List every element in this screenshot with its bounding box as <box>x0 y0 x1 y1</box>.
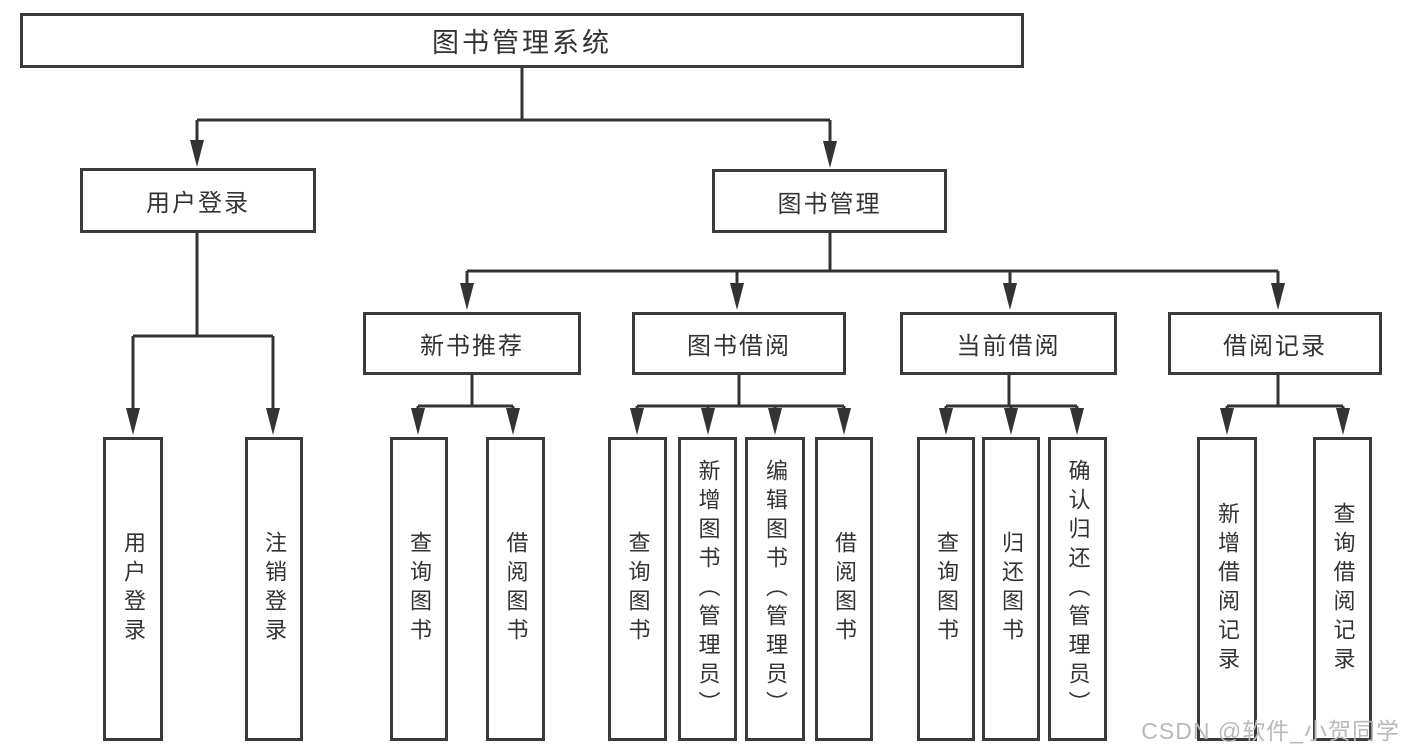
node-label: 查询借阅记录 <box>1330 502 1356 676</box>
node-label: 查询图书 <box>934 531 959 647</box>
node-label: 借阅记录 <box>1223 333 1327 360</box>
node-label: 查询图书 <box>625 531 651 647</box>
leaf-query-books-current: 查询图书 <box>917 437 975 741</box>
node-current-borrowing: 当前借阅 <box>900 312 1117 375</box>
node-label: 当前借阅 <box>956 333 1061 360</box>
leaf-add-borrow-record: 新增借阅记录 <box>1197 437 1257 741</box>
node-label: 借阅图书 <box>832 531 857 647</box>
node-user-login: 用户登录 <box>80 168 316 233</box>
node-label: 图书管理系统 <box>432 28 612 58</box>
node-label: 图书管理 <box>777 190 882 218</box>
node-label: 用户登录 <box>146 190 250 217</box>
leaf-query-borrow-record: 查询借阅记录 <box>1313 437 1372 741</box>
leaf-user-login: 用户登录 <box>103 437 163 741</box>
leaf-query-books-borrowing: 查询图书 <box>608 437 667 741</box>
leaf-confirm-return-admin: 确认归还（管理员） <box>1048 437 1107 741</box>
leaf-borrow-books-recommend: 借阅图书 <box>486 437 545 741</box>
node-label: 查询图书 <box>407 531 432 647</box>
leaf-add-books-admin: 新增图书（管理员） <box>678 437 737 741</box>
leaf-query-books-recommend: 查询图书 <box>390 437 448 741</box>
node-label: 注销登录 <box>262 531 287 647</box>
node-label: 新增图书（管理员） <box>695 458 721 720</box>
node-label: 新增借阅记录 <box>1215 502 1240 676</box>
leaf-edit-books-admin: 编辑图书（管理员） <box>745 437 805 741</box>
node-label: 新书推荐 <box>420 333 524 360</box>
node-label: 编辑图书（管理员） <box>763 458 788 720</box>
node-book-borrowing: 图书借阅 <box>632 312 846 375</box>
node-borrowing-records: 借阅记录 <box>1168 312 1382 375</box>
node-new-book-recommend: 新书推荐 <box>363 312 581 375</box>
leaf-borrow-books: 借阅图书 <box>815 437 873 741</box>
node-label: 借阅图书 <box>503 531 529 647</box>
arrowheads <box>126 140 1350 435</box>
leaf-logout: 注销登录 <box>245 437 303 741</box>
node-label: 图书借阅 <box>687 333 791 360</box>
node-label: 归还图书 <box>999 531 1024 647</box>
node-library-management-system: 图书管理系统 <box>20 13 1024 68</box>
leaf-return-books: 归还图书 <box>982 437 1040 741</box>
csdn-watermark: CSDN @软件_小贺同学 <box>1141 718 1400 744</box>
node-label: 确认归还（管理员） <box>1065 458 1091 720</box>
node-label: 用户登录 <box>121 531 146 647</box>
node-book-management: 图书管理 <box>712 169 947 233</box>
